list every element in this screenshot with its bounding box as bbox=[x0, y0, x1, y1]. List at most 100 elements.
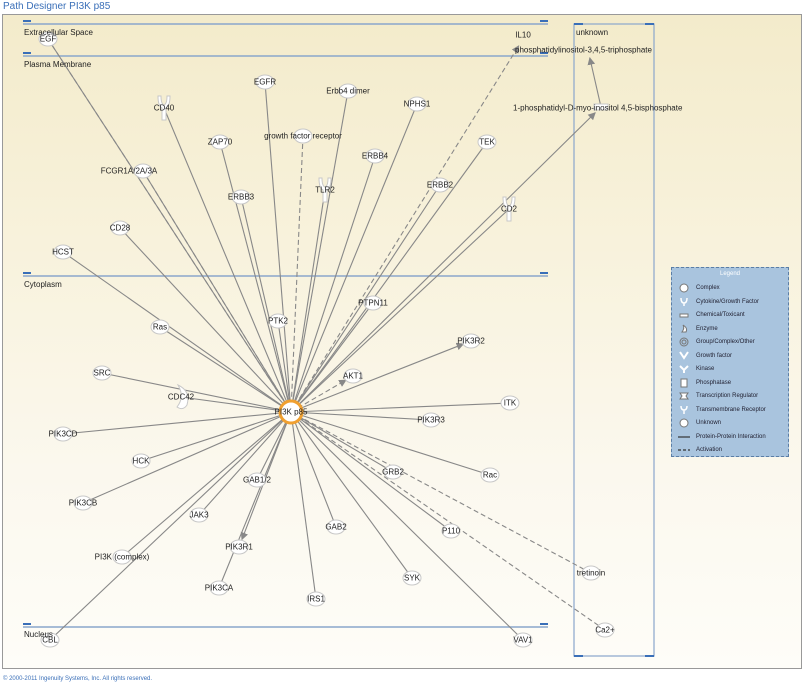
interaction-edge-p110-hub[interactable] bbox=[290, 411, 452, 532]
interaction-edge-rac-hub[interactable] bbox=[290, 411, 491, 476]
interaction-edge-erbb3-hub[interactable] bbox=[240, 196, 292, 413]
node-cd40-label[interactable]: CD40 bbox=[153, 103, 175, 113]
interaction-edge-ptpn11-hub[interactable] bbox=[290, 302, 374, 413]
interaction-edge-pi3k_complex-hub[interactable] bbox=[121, 411, 292, 558]
node-fcgr1a-label[interactable]: FCGR1A/2A/3A bbox=[100, 166, 158, 176]
interaction-edge-grb2-hub[interactable] bbox=[290, 411, 394, 473]
node-p110-label[interactable]: P110 bbox=[441, 526, 461, 536]
node-gfr-shape[interactable] bbox=[293, 128, 313, 144]
node-pik3r1-shape[interactable] bbox=[229, 539, 249, 555]
node-itk-shape[interactable] bbox=[500, 395, 520, 411]
node-syk-shape[interactable] bbox=[402, 570, 422, 586]
node-cbl-label[interactable]: CBL bbox=[42, 635, 58, 645]
node-pik3cd-shape[interactable] bbox=[53, 426, 73, 442]
interaction-edge-irs1-hub[interactable] bbox=[290, 411, 317, 600]
interaction-edge-vav1-hub[interactable] bbox=[290, 411, 524, 641]
interaction-edge-hub-pik3r2[interactable] bbox=[290, 342, 465, 413]
node-ptpn11-shape[interactable] bbox=[363, 295, 383, 311]
node-tlr2-label[interactable]: TLR2 bbox=[315, 185, 335, 195]
node-zap70-label[interactable]: ZAP70 bbox=[207, 137, 233, 147]
activation-edge-gfr-hub[interactable] bbox=[290, 135, 304, 413]
node-pip3-label[interactable]: phosphatidylinositol-3,4,5-triphosphate bbox=[515, 45, 652, 55]
interaction-edge-erbb4-hub[interactable] bbox=[290, 155, 376, 413]
node-cdc42-label[interactable]: CDC42 bbox=[167, 392, 195, 402]
node-gab2-shape[interactable] bbox=[326, 519, 346, 535]
node-erbb2-label[interactable]: ERBB2 bbox=[426, 180, 454, 190]
node-irs1-label[interactable]: IRS1 bbox=[307, 594, 325, 604]
node-pi3k_complex-shape[interactable] bbox=[112, 549, 132, 565]
node-erbb4-shape[interactable] bbox=[365, 148, 385, 164]
interaction-edge-zap70-hub[interactable] bbox=[219, 141, 292, 413]
node-cbl-shape[interactable] bbox=[40, 632, 60, 648]
interaction-edge-pik3cb-hub[interactable] bbox=[82, 411, 292, 504]
node-akt1-shape[interactable] bbox=[343, 368, 363, 384]
interaction-edge-hub-pip2[interactable] bbox=[290, 112, 596, 413]
node-hcst-label[interactable]: HCST bbox=[52, 247, 74, 257]
pathway-canvas[interactable]: EGF IL10 phosphatidylinositol-3,4,5-tripho… bbox=[2, 14, 802, 669]
interaction-edge-erbb4_dimer-hub[interactable] bbox=[290, 90, 349, 413]
node-grb2-label[interactable]: GRB2 bbox=[382, 467, 404, 477]
node-tek-shape[interactable] bbox=[477, 134, 497, 150]
node-hub-shape[interactable] bbox=[278, 399, 304, 425]
node-zap70-shape[interactable] bbox=[210, 134, 230, 150]
node-gab12-shape[interactable] bbox=[247, 472, 267, 488]
node-erbb4_dimer-label[interactable]: Erbb4 dimer bbox=[326, 86, 370, 96]
interaction-edge-pip2-pip3[interactable] bbox=[587, 57, 602, 108]
node-src-shape[interactable] bbox=[92, 365, 112, 381]
node-tretinoin-label[interactable]: tretinoin bbox=[576, 568, 606, 578]
node-p110-shape[interactable] bbox=[441, 523, 461, 539]
node-gfr-label[interactable]: growth factor receptor bbox=[264, 131, 342, 141]
node-egfr-shape[interactable] bbox=[255, 74, 275, 90]
node-erbb2-shape[interactable] bbox=[430, 177, 450, 193]
node-nphs1-shape[interactable] bbox=[407, 96, 427, 112]
node-pik3r2-shape[interactable] bbox=[461, 333, 481, 349]
node-erbb4-label[interactable]: ERBB4 bbox=[361, 151, 389, 161]
node-pik3cd-label[interactable]: PIK3CD bbox=[48, 429, 78, 439]
activation-edge-fcgr1a-hub[interactable] bbox=[142, 170, 292, 413]
node-il10-label[interactable]: IL10 bbox=[515, 30, 531, 40]
node-ca2-label[interactable]: Ca2+ bbox=[595, 625, 615, 635]
interaction-edge-cdc42-hub[interactable] bbox=[180, 396, 292, 413]
node-jak3-shape[interactable] bbox=[189, 507, 209, 523]
interaction-edge-hcst-hub[interactable] bbox=[62, 251, 292, 413]
interaction-edge-cbl-hub[interactable] bbox=[49, 411, 292, 641]
node-akt1-label[interactable]: AKT1 bbox=[342, 371, 364, 381]
interaction-edge-ptk2-hub[interactable] bbox=[277, 320, 292, 413]
node-src-label[interactable]: SRC bbox=[93, 368, 111, 378]
interaction-edge-pik3r3-hub[interactable] bbox=[290, 411, 432, 421]
node-ca2-shape[interactable] bbox=[595, 622, 615, 638]
node-cd28-shape[interactable] bbox=[110, 220, 130, 236]
node-rac-label[interactable]: Rac bbox=[482, 470, 498, 480]
interaction-edge-cd40-hub[interactable] bbox=[163, 107, 292, 413]
node-fcgr1a-shape[interactable] bbox=[133, 163, 153, 179]
interaction-edge-nphs1-hub[interactable] bbox=[290, 103, 418, 413]
node-pi3k_complex-label[interactable]: PI3K (complex) bbox=[94, 552, 150, 562]
node-hck-shape[interactable] bbox=[131, 453, 151, 469]
node-pik3cb-label[interactable]: PIK3CB bbox=[68, 498, 98, 508]
node-vav1-shape[interactable] bbox=[513, 632, 533, 648]
node-nphs1-label[interactable]: NPHS1 bbox=[403, 99, 431, 109]
interaction-edge-syk-hub[interactable] bbox=[290, 411, 413, 579]
node-rac-shape[interactable] bbox=[480, 467, 500, 483]
node-pik3r1-label[interactable]: PIK3R1 bbox=[225, 542, 253, 552]
interaction-edge-tlr2-hub[interactable] bbox=[290, 189, 326, 413]
interaction-edge-hck-hub[interactable] bbox=[140, 411, 292, 462]
node-egf-label[interactable]: EGF bbox=[39, 34, 57, 44]
node-vav1-label[interactable]: VAV1 bbox=[513, 635, 533, 645]
node-tretinoin-shape[interactable] bbox=[581, 565, 601, 581]
node-ras-shape[interactable] bbox=[150, 319, 170, 335]
node-egfr-label[interactable]: EGFR bbox=[253, 77, 277, 87]
interaction-edge-egfr-hub[interactable] bbox=[264, 81, 292, 413]
interaction-edge-cd28-hub[interactable] bbox=[119, 227, 292, 413]
node-grb2-shape[interactable] bbox=[383, 464, 403, 480]
node-ptk2-shape[interactable] bbox=[268, 313, 288, 329]
node-ptk2-label[interactable]: PTK2 bbox=[267, 316, 289, 326]
node-pip2-shape[interactable] bbox=[593, 103, 609, 111]
node-tek-label[interactable]: TEK bbox=[479, 137, 495, 147]
node-pik3r2-label[interactable]: PIK3R2 bbox=[457, 336, 485, 346]
activation-edge-tretinoin-hub[interactable] bbox=[290, 411, 592, 574]
node-egf-shape[interactable] bbox=[38, 31, 58, 47]
node-erbb3-shape[interactable] bbox=[231, 189, 251, 205]
interaction-edge-pik3ca-hub[interactable] bbox=[218, 411, 292, 589]
